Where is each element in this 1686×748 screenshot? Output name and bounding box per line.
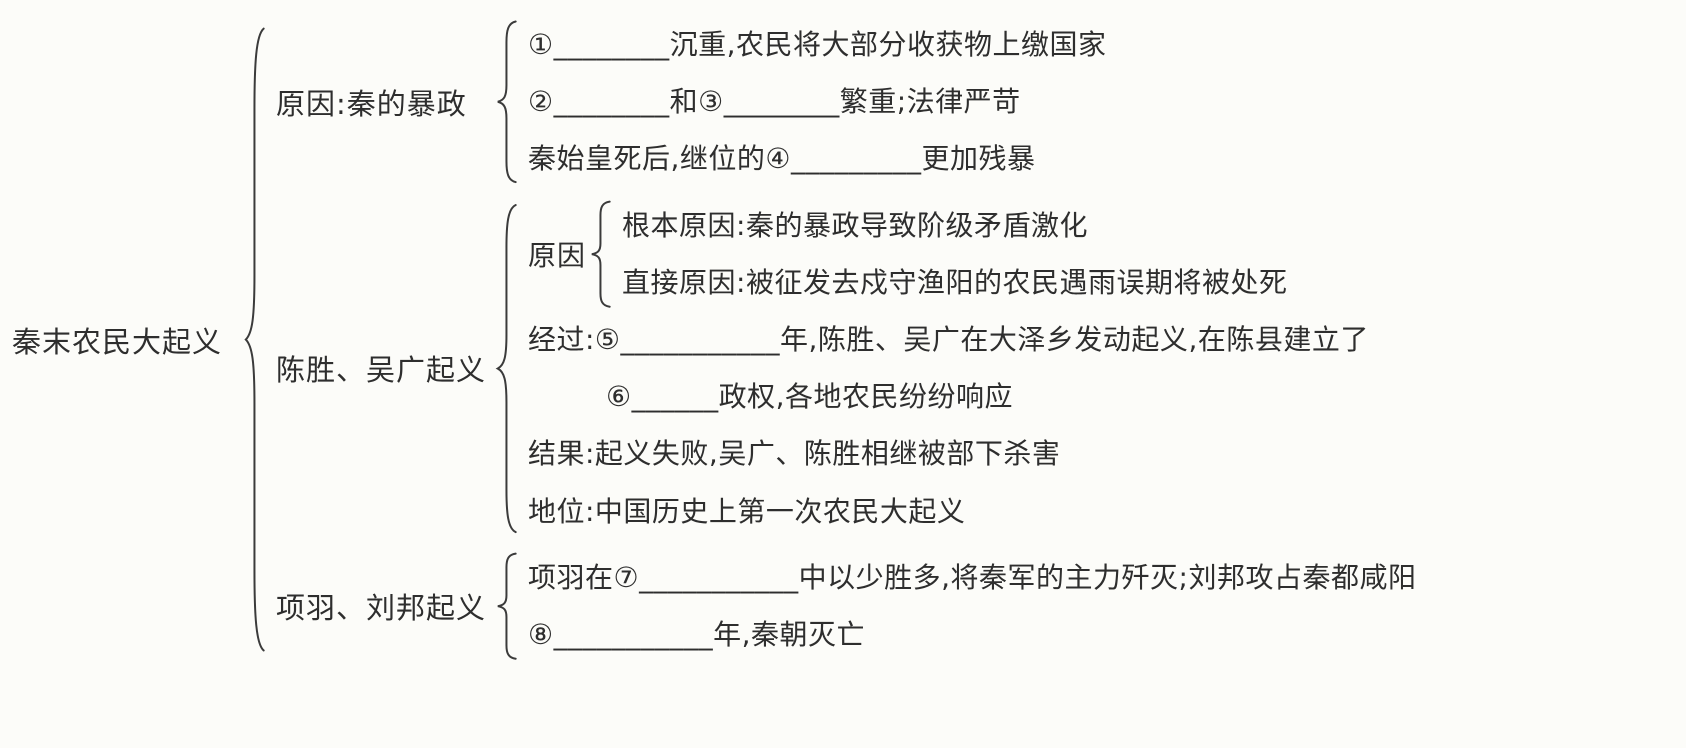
line-tax-burden: ①________沉重,农民将大部分收获物上缴国家 [528,28,1107,61]
subnode-cause-brace-icon [588,200,614,308]
subnode-cause-label: 原因 [528,238,587,272]
line-julu-battle: 项羽在⑦___________中以少胜多,将秦军的主力歼灭;刘邦攻占秦都咸阳 [528,560,1417,594]
branch-causes: 原因:秦的暴政 ①________沉重,农民将大部分收获物上缴国家 ②_____… [276,16,1416,188]
branch-chensheng-wuguang-label: 陈胜、吴广起义 [276,353,487,388]
branch-xiangyu-liubang-brace-icon [494,552,520,660]
branch-xiangyu-liubang: 项羽、刘邦起义 项羽在⑦___________中以少胜多,将秦军的主力歼灭;刘邦… [276,549,1416,663]
branch-causes-label: 原因:秦的暴政 [276,86,467,121]
line-course-start: 经过:⑤___________年,陈胜、吴广在大泽乡发动起义,在陈县建立了 [528,322,1369,356]
subnode-cause: 原因 根本原因:秦的暴政导致阶级矛盾激化 直接原因:被征发去戍守渔阳的农民遇雨误… [528,197,1369,311]
line-qin-fall: ⑧___________年,秦朝灭亡 [528,617,866,651]
line-result: 结果:起义失败,吴广、陈胜相继被部下杀害 [528,437,1061,471]
subnode-cause-lines: 根本原因:秦的暴政导致阶级矛盾激化 直接原因:被征发去戍守渔阳的农民遇雨误期将被… [622,197,1287,311]
line-root-cause: 根本原因:秦的暴政导致阶级矛盾激化 [622,208,1088,242]
branch-causes-brace-icon [494,19,520,185]
branch-xiangyu-liubang-label: 项羽、刘邦起义 [276,590,487,625]
branch-chensheng-wuguang: 陈胜、吴广起义 原因 根本原 [276,197,1416,540]
branch-chensheng-wuguang-brace-icon [494,200,520,537]
line-status: 地位:中国历史上第一次农民大起义 [528,494,966,528]
root-label: 秦末农民大起义 [12,324,223,359]
branch-xiangyu-liubang-lines: 项羽在⑦___________中以少胜多,将秦军的主力歼灭;刘邦攻占秦都咸阳 ⑧… [528,549,1416,663]
root-node: 秦末农民大起义 原因:秦的暴政 ①________沉重,农民将大部分收获物上缴国… [12,16,1678,663]
branch-causes-lines: ①________沉重,农民将大部分收获物上缴国家 ②________和③___… [528,16,1107,188]
line-corvee-conscription: ②________和③________繁重;法律严苛 [528,85,1021,119]
root-brace-icon [242,19,268,660]
branch-chensheng-wuguang-content: 原因 根本原因:秦的暴政导致阶级矛盾激化 直接原因:被征发去戍守渔阳的农民遇雨误… [528,197,1369,540]
line-successor-more-cruel: 秦始皇死后,继位的④_________更加残暴 [528,142,1036,176]
line-direct-cause: 直接原因:被征发去戍守渔阳的农民遇雨误期将被处死 [622,265,1288,299]
root-children: 原因:秦的暴政 ①________沉重,农民将大部分收获物上缴国家 ②_____… [276,16,1416,663]
qin-uprising-knowledge-tree: 秦末农民大起义 原因:秦的暴政 ①________沉重,农民将大部分收获物上缴国… [12,0,1678,671]
line-course-regime: ⑥______政权,各地农民纷纷响应 [606,380,1014,414]
